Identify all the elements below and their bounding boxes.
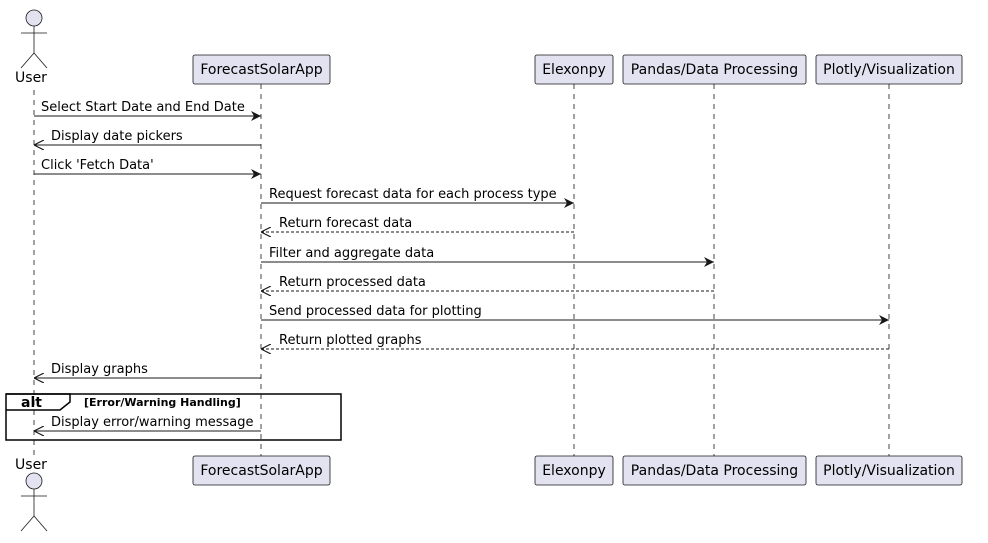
alt-condition: [Error/Warning Handling] [84,396,241,409]
participant-label-app: ForecastSolarApp [200,62,322,78]
message: Display error/warning message [34,415,261,431]
message: Send processed data for plotting [261,304,889,325]
actor-head [25,9,43,27]
lifelines [33,84,890,456]
actor-head [25,472,43,490]
message-label: Display error/warning message [51,415,254,430]
participant-label-plotly-bottom: Plotly/Visualization [823,463,955,479]
message: Click 'Fetch Data' [34,158,261,179]
message: Display date pickers [34,129,261,145]
participant-label-pandas-bottom: Pandas/Data Processing [631,463,798,479]
message: Select Start Date and End Date [34,100,261,121]
actor-user-bottom: User [15,457,48,532]
alt-fragment: alt [Error/Warning Handling] [5,393,342,441]
participant-label-pandas: Pandas/Data Processing [631,62,798,78]
participant-label-app-bottom: ForecastSolarApp [200,463,322,479]
participant-elexon-top: Elexonpy [534,54,614,85]
messages: Select Start Date and End Date Display d… [34,100,889,431]
participant-plotly-top: Plotly/Visualization [815,54,963,85]
participant-app-bottom: ForecastSolarApp [192,455,331,486]
message-label: Return processed data [279,275,426,290]
participant-pandas-top: Pandas/Data Processing [622,54,807,85]
participant-plotly-bottom: Plotly/Visualization [815,455,963,486]
participant-label-plotly: Plotly/Visualization [823,62,955,78]
message: Filter and aggregate data [261,246,714,267]
participant-label-user-bottom: User [15,457,47,473]
participant-elexon-bottom: Elexonpy [534,455,614,486]
message-label: Request forecast data for each process t… [269,187,557,202]
participant-pandas-bottom: Pandas/Data Processing [622,455,807,486]
message-label: Click 'Fetch Data' [41,158,154,173]
message-label: Send processed data for plotting [269,304,482,319]
participant-label-user: User [15,70,47,86]
participants-top: User ForecastSolarApp Elexonpy Pandas/Da… [15,9,963,86]
participant-app-top: ForecastSolarApp [192,54,331,85]
alt-tab [6,393,71,411]
alt-keyword: alt [21,395,42,411]
message-label: Display date pickers [51,129,183,144]
participant-label-elexon-bottom: Elexonpy [542,463,606,479]
message: Return processed data [261,275,714,291]
message: Request forecast data for each process t… [261,187,574,208]
message-label: Filter and aggregate data [269,246,434,261]
message: Display graphs [34,362,261,378]
alt-frame [5,393,342,441]
message-label: Display graphs [51,362,148,377]
participants-bottom: User ForecastSolarApp Elexonpy Pandas/Da… [15,455,963,532]
participant-label-elexon: Elexonpy [542,62,606,78]
message: Return forecast data [261,216,574,232]
message-label: Select Start Date and End Date [41,100,245,115]
actor-user-top: User [15,9,48,86]
message-label: Return plotted graphs [279,333,422,348]
message: Return plotted graphs [261,333,889,349]
message-label: Return forecast data [279,216,412,231]
